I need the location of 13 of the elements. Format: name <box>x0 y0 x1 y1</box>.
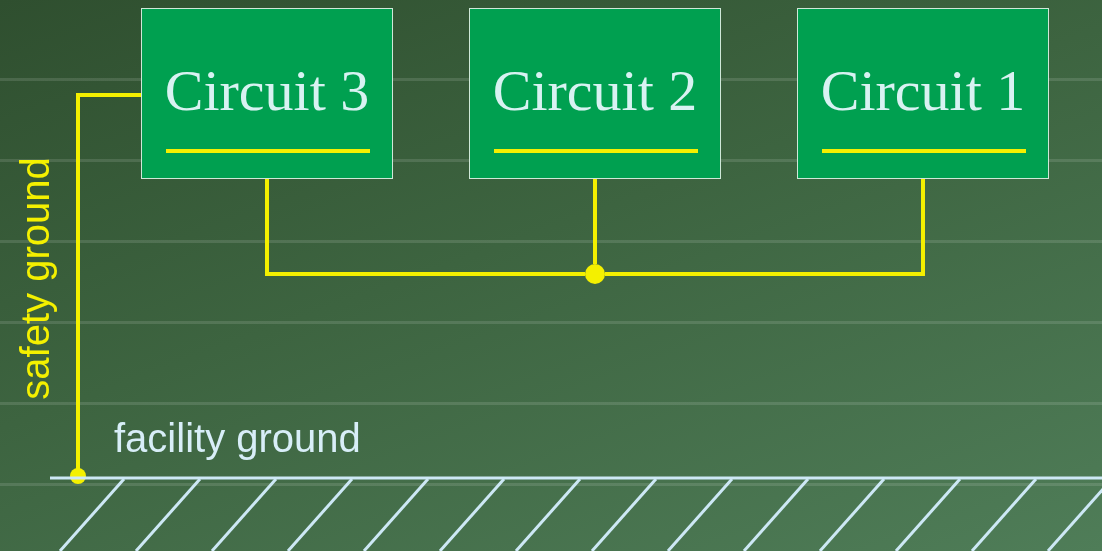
circuit-box <box>141 8 393 179</box>
circuit-box <box>797 8 1049 179</box>
wire <box>265 179 585 276</box>
wire <box>593 179 597 264</box>
wire-label: safety ground <box>12 156 58 400</box>
circuit-box <box>469 8 721 179</box>
circuit-label: Circuit 3 <box>163 61 371 121</box>
circuit-label: Circuit 2 <box>491 61 699 121</box>
wire <box>605 179 925 276</box>
wire <box>70 93 141 484</box>
junction-dot <box>585 264 605 284</box>
circuit-label: Circuit 1 <box>819 61 1027 121</box>
ground-label: facility ground <box>114 415 361 462</box>
